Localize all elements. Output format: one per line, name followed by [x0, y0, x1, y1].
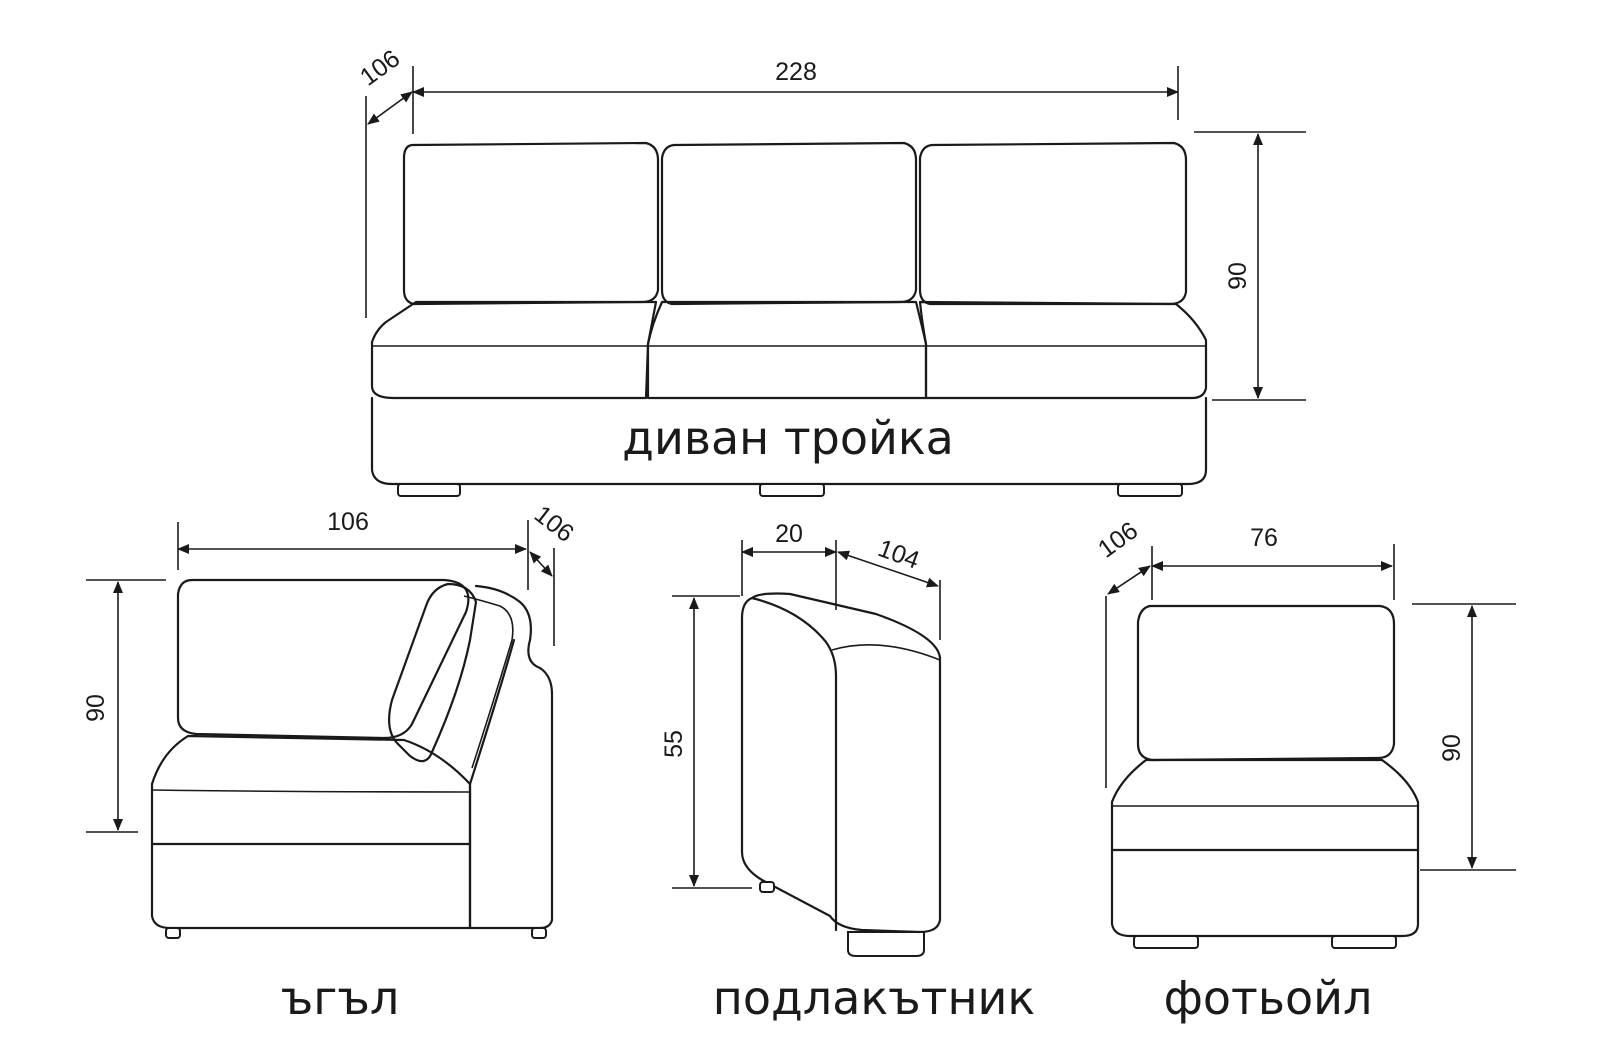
armchair-name: фотьойл [1164, 971, 1373, 1025]
sofa-seat-cushion-middle [646, 300, 928, 400]
sofa-drawing [370, 141, 1208, 497]
corner-side-cushion [387, 582, 478, 763]
armrest-depth-line [837, 550, 939, 588]
corner-armrest [468, 584, 554, 930]
sofa-height-label: 90 [1224, 262, 1252, 290]
sofa-dimensions: 228 106 90 [355, 44, 1306, 401]
armchair-foot-right [1331, 935, 1397, 949]
sofa-seat-cushion-left [370, 300, 658, 400]
armchair-height-label: 90 [1438, 734, 1466, 762]
sofa-width-label: 228 [775, 58, 817, 86]
sofa-seat-cushion-right [918, 300, 1208, 400]
sofa-depth-line [367, 91, 413, 125]
armchair-dimensions: 76 106 90 [1093, 516, 1516, 871]
corner-name: ъгъл [281, 971, 400, 1025]
armchair-drawing [1110, 604, 1420, 949]
corner-height-label: 90 [82, 694, 110, 722]
armrest-foot-right [847, 931, 925, 957]
sofa-back-cushion-left [402, 141, 660, 306]
armchair-seat-cushion [1110, 758, 1420, 852]
armrest-drawing [740, 592, 942, 957]
corner-foot-left [165, 927, 181, 939]
armchair-depth-line [1107, 565, 1151, 595]
corner-depth-line [529, 551, 553, 577]
sofa-name: диван тройка [622, 411, 954, 465]
corner-seat [150, 734, 472, 846]
corner-depth-label: 106 [529, 500, 579, 548]
sofa-back-cushion-right [918, 141, 1188, 306]
sofa-back-cushion-middle [660, 141, 918, 306]
corner-drawing [150, 578, 554, 939]
armchair-width-label: 76 [1250, 524, 1278, 552]
armchair-back-cushion [1136, 604, 1396, 762]
armrest-foot-left [759, 881, 775, 893]
armrest-depth-label: 104 [874, 534, 923, 575]
sofa-depth-label: 106 [355, 44, 405, 91]
armrest-name: подлакътник [713, 971, 1035, 1025]
corner-width-label: 106 [327, 508, 369, 536]
sofa-foot-middle [759, 483, 825, 497]
armrest-width-label: 20 [775, 520, 803, 548]
sofa-foot-right [1117, 483, 1183, 497]
armrest-front-face [750, 596, 838, 932]
armchair-depth-label: 106 [1093, 516, 1143, 563]
corner-base [150, 842, 472, 930]
armrest-height-label: 55 [660, 730, 688, 758]
armrest-dimensions: 20 104 55 [660, 520, 941, 889]
armchair-base [1110, 848, 1420, 938]
corner-back-cushion [176, 578, 470, 740]
sofa-foot-left [397, 483, 461, 497]
armchair-foot-left [1133, 935, 1199, 949]
corner-foot-right [531, 927, 547, 939]
